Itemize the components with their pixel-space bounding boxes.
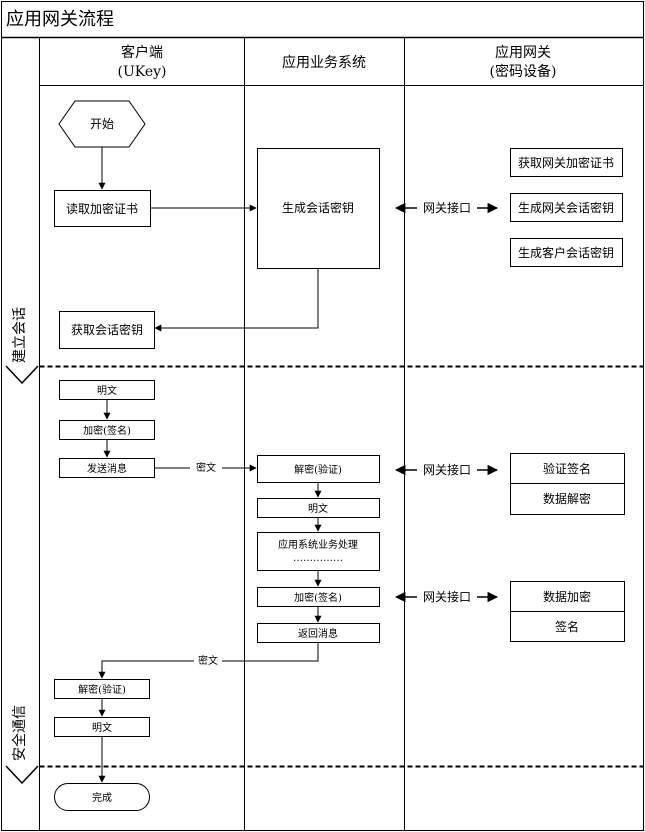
client-decrypt-label: 解密(验证) [78,683,126,696]
encrypt-sign-label-1: 加密(签名) [83,424,131,437]
column-header-client-line1: 客户端 [121,44,163,61]
start-node-label: 开始 [90,117,114,131]
plaintext-box-1: 明文 [59,380,155,400]
app-process-dots: …………… [293,553,343,564]
gateway-interface-label-2: 网关接口 [423,462,471,477]
send-message-box: 发送消息 [59,458,155,478]
done-node-label: 完成 [92,791,112,804]
gen-session-key-box: 生成会话密钥 [257,148,380,269]
gw-get-cert-label: 获取网关加密证书 [518,155,614,170]
gw-verify-decrypt-box: 验证签名 数据解密 [510,453,625,515]
plaintext-label-1: 明文 [97,384,117,397]
app-process-label: 应用系统业务处理 [278,538,358,551]
comm-arrows [98,400,499,783]
server-decrypt-box: 解密(验证) [257,455,380,483]
gen-session-key-label: 生成会话密钥 [282,200,354,215]
done-node: 完成 [54,783,150,811]
server-encrypt-label: 加密(签名) [294,591,342,604]
gw-get-cert-box: 获取网关加密证书 [510,148,623,177]
plaintext-box-3: 明文 [54,717,150,737]
encrypt-sign-box-1: 加密(签名) [59,420,155,440]
send-message-label: 发送消息 [87,462,127,475]
lane-label-secure: 安全通信 [11,705,28,761]
ciphertext-label-1: 密文 [196,461,216,474]
read-cert-label: 读取加密证书 [66,201,138,216]
gw-gen-key-box: 生成网关会话密钥 [510,193,623,222]
gw-gen-key-label: 生成网关会话密钥 [518,200,614,215]
lane-label-session: 建立会话 [12,307,28,363]
gateway-interface-label-1: 网关接口 [423,200,471,215]
gw-sign-label: 签名 [555,619,579,634]
column-header-client-line2: (UKey) [118,64,167,80]
server-encrypt-box: 加密(签名) [257,587,380,607]
plaintext-label-2: 明文 [308,502,328,515]
plaintext-label-3: 明文 [92,721,112,734]
return-message-box: 返回消息 [257,623,380,643]
column-header-gateway-line2: (密码设备) [490,63,557,80]
app-process-box: 应用系统业务处理 …………… [257,532,380,571]
server-decrypt-label: 解密(验证) [294,463,342,476]
gw-verify-sign-label: 验证签名 [543,461,591,476]
gateway-interface-label-3: 网关接口 [423,589,471,604]
get-session-key-box: 获取会话密钥 [59,311,155,349]
page-title: 应用网关流程 [6,9,114,30]
gw-gen-client-key-label: 生成客户会话密钥 [518,245,614,260]
client-decrypt-box: 解密(验证) [54,679,150,699]
gw-gen-client-key-box: 生成客户会话密钥 [510,238,623,267]
get-session-key-label: 获取会话密钥 [71,322,143,337]
read-cert-box: 读取加密证书 [54,190,151,227]
return-message-label: 返回消息 [298,627,338,640]
start-node: 开始 [58,100,146,148]
column-header-gateway-line1: 应用网关 [495,44,551,61]
gw-encrypt-label: 数据加密 [543,589,591,604]
ciphertext-label-2: 密文 [198,654,218,667]
session-arrows [98,147,499,332]
column-header-app: 应用业务系统 [282,54,366,71]
plaintext-box-2: 明文 [257,498,380,518]
gw-decrypt-label: 数据解密 [543,491,591,506]
gw-encrypt-sign-box: 数据加密 签名 [510,581,625,642]
